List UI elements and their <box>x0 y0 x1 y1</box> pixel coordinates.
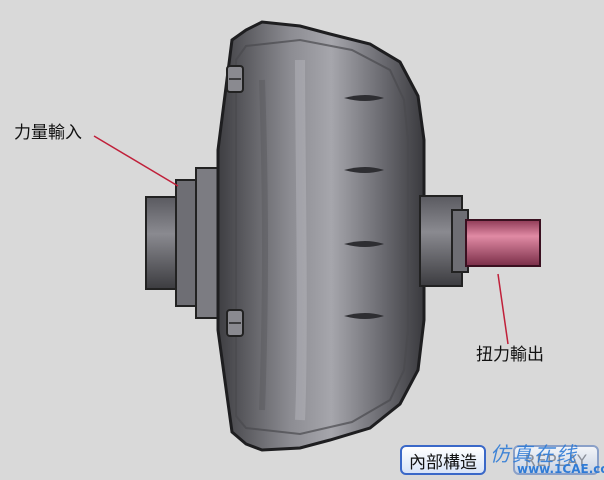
output-shaft <box>465 219 541 267</box>
replay-button[interactable]: REPLAY <box>513 445 599 475</box>
input-leader-line <box>93 135 179 187</box>
output-leader-line <box>497 273 509 345</box>
converter-housing <box>216 20 426 452</box>
internal-structure-button[interactable]: 內部構造 <box>400 445 486 475</box>
watermark-url: www.1CAE.com <box>517 462 604 476</box>
input-shaft <box>145 167 221 319</box>
output-hub <box>419 195 469 287</box>
output-torque-label: 扭力輸出 <box>476 345 544 365</box>
housing-slots <box>344 95 384 319</box>
housing-bolt <box>226 309 244 337</box>
watermark-text: 仿真在线 <box>490 442 578 466</box>
input-force-label: 力量輸入 <box>14 123 82 143</box>
housing-bolt <box>226 65 244 93</box>
